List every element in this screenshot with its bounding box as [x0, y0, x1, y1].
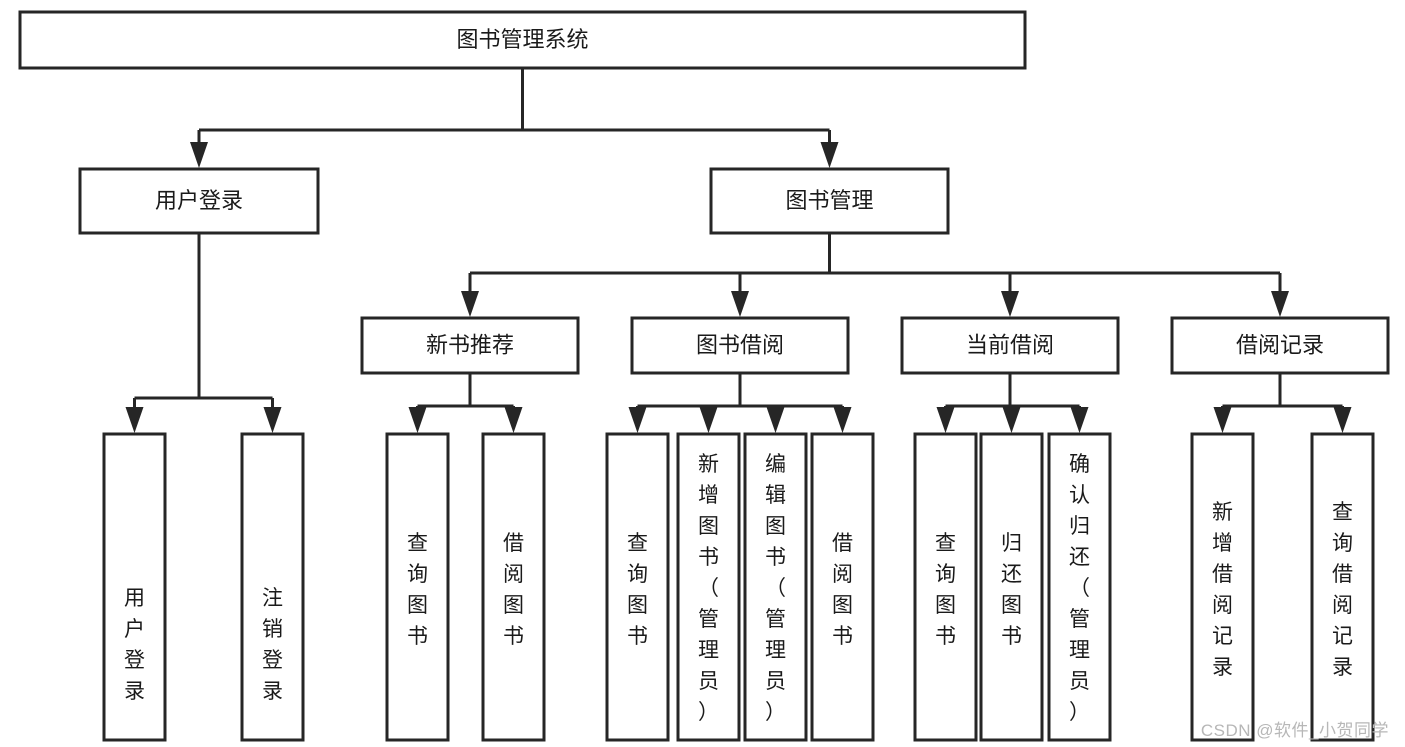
- node-box[interactable]: [360, 316, 580, 375]
- node-label: 新增图书（管理员）: [698, 453, 719, 724]
- node-leaf-query-record[interactable]: 查询借阅记录: [1310, 432, 1375, 742]
- arrow-head-icon: [461, 291, 479, 317]
- node-box[interactable]: [913, 432, 978, 742]
- arrow-head-icon: [190, 142, 208, 168]
- node-box[interactable]: [18, 10, 1027, 70]
- node-box[interactable]: [979, 432, 1044, 742]
- arrow-head-icon: [1001, 291, 1019, 317]
- arrow-head-icon: [1002, 407, 1021, 433]
- node-leaf-edit-book[interactable]: 编辑图书（管理员）: [743, 432, 808, 742]
- node-label: 编辑图书（管理员）: [765, 453, 786, 724]
- arrow-head-icon: [1271, 291, 1289, 317]
- node-label: 用户登录: [155, 188, 243, 213]
- node-label: 借阅图书: [832, 532, 853, 648]
- arrow-head-icon: [125, 407, 144, 433]
- node-leaf-add-book[interactable]: 新增图书（管理员）: [676, 432, 741, 742]
- node-label: 查询图书: [627, 532, 648, 648]
- node-box[interactable]: [676, 432, 741, 742]
- arrow-head-icon: [1333, 407, 1352, 433]
- watermark-text: CSDN @软件_小贺同学: [1200, 721, 1389, 740]
- node-leaf-add-record[interactable]: 新增借阅记录: [1190, 432, 1255, 742]
- node-box[interactable]: [630, 316, 850, 375]
- arrow-head-icon: [408, 407, 427, 433]
- node-label: 新书推荐: [426, 332, 514, 357]
- node-current-borrow[interactable]: 当前借阅: [900, 316, 1120, 375]
- arrow-head-icon: [628, 407, 647, 433]
- arrow-head-icon: [936, 407, 955, 433]
- node-label: 归还图书: [1001, 532, 1022, 648]
- node-label: 当前借阅: [966, 332, 1054, 357]
- node-leaf-borrow-book-1[interactable]: 借阅图书: [481, 432, 546, 742]
- node-new-book-rec[interactable]: 新书推荐: [360, 316, 580, 375]
- node-leaf-query-book-1[interactable]: 查询图书: [385, 432, 450, 742]
- node-box[interactable]: [481, 432, 546, 742]
- node-book-borrow[interactable]: 图书借阅: [630, 316, 850, 375]
- node-layer: 图书管理系统用户登录图书管理新书推荐图书借阅当前借阅借阅记录用户登录注销登录查询…: [18, 10, 1390, 742]
- arrow-head-icon: [504, 407, 523, 433]
- node-label: 图书借阅: [696, 332, 784, 357]
- node-box[interactable]: [810, 432, 875, 742]
- arrow-head-icon: [731, 291, 749, 317]
- arrow-head-icon: [820, 142, 839, 168]
- node-label: 借阅记录: [1236, 332, 1324, 357]
- node-box[interactable]: [385, 432, 450, 742]
- node-borrow-record[interactable]: 借阅记录: [1170, 316, 1390, 375]
- node-label: 查询借阅记录: [1332, 501, 1353, 679]
- node-label: 图书管理系统: [456, 27, 588, 52]
- arrow-head-icon: [766, 407, 785, 433]
- node-label: 用户登录: [124, 587, 145, 703]
- node-label: 注销登录: [262, 587, 283, 703]
- node-label: 查询图书: [935, 532, 956, 648]
- node-leaf-query-book-2[interactable]: 查询图书: [605, 432, 670, 742]
- node-box[interactable]: [1170, 316, 1390, 375]
- node-label: 确认归还（管理员）: [1069, 453, 1090, 724]
- arrow-head-icon: [699, 407, 718, 433]
- node-leaf-borrow-book-2[interactable]: 借阅图书: [810, 432, 875, 742]
- node-box[interactable]: [709, 167, 950, 235]
- node-leaf-return-book[interactable]: 归还图书: [979, 432, 1044, 742]
- node-user-login[interactable]: 用户登录: [78, 167, 320, 235]
- node-box[interactable]: [102, 432, 167, 742]
- node-box[interactable]: [743, 432, 808, 742]
- node-label: 借阅图书: [503, 532, 524, 648]
- node-leaf-user-login[interactable]: 用户登录: [102, 432, 167, 742]
- edge-layer: [125, 68, 1352, 433]
- arrow-head-icon: [1213, 407, 1232, 433]
- node-box[interactable]: [900, 316, 1120, 375]
- node-box[interactable]: [1190, 432, 1255, 742]
- node-box[interactable]: [78, 167, 320, 235]
- node-label: 新增借阅记录: [1212, 501, 1233, 679]
- node-leaf-confirm-return[interactable]: 确认归还（管理员）: [1047, 432, 1112, 742]
- node-box[interactable]: [605, 432, 670, 742]
- arrow-head-icon: [1070, 407, 1089, 433]
- node-box[interactable]: [1310, 432, 1375, 742]
- node-root[interactable]: 图书管理系统: [18, 10, 1027, 70]
- node-book-manage[interactable]: 图书管理: [709, 167, 950, 235]
- arrow-head-icon: [263, 407, 282, 433]
- node-leaf-logout[interactable]: 注销登录: [240, 432, 305, 742]
- node-label: 图书管理: [785, 188, 873, 213]
- node-box[interactable]: [240, 432, 305, 742]
- node-leaf-query-book-3[interactable]: 查询图书: [913, 432, 978, 742]
- arrow-head-icon: [833, 407, 852, 433]
- node-box[interactable]: [1047, 432, 1112, 742]
- node-label: 查询图书: [407, 532, 428, 648]
